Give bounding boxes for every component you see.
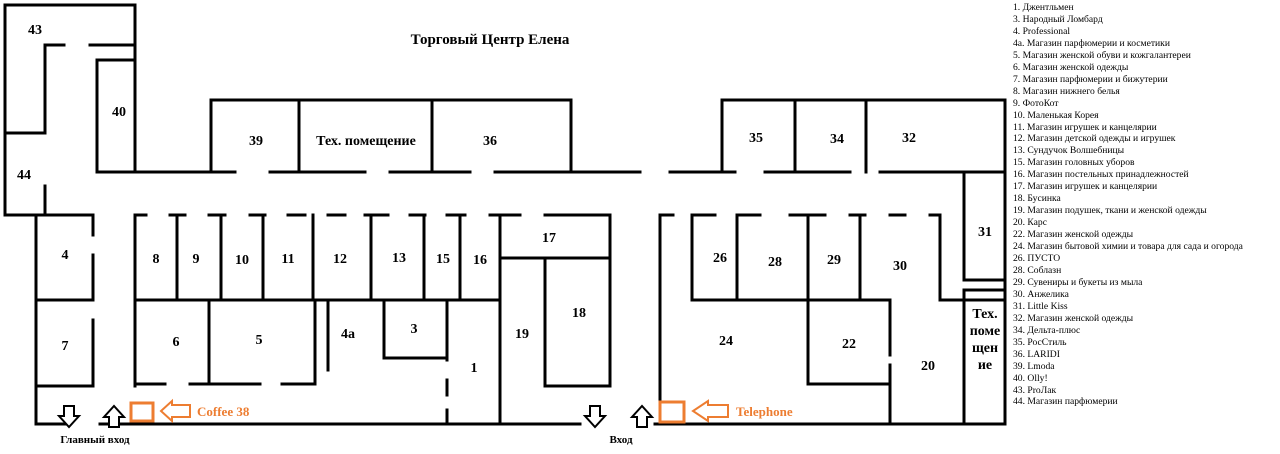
room-18[interactable]: 18: [572, 306, 586, 321]
legend-item: 10. Маленькая Корея: [1013, 109, 1099, 121]
room-39[interactable]: 39: [249, 134, 263, 149]
legend-item: 19. Магазин подушек, ткани и женской оде…: [1013, 205, 1207, 217]
room-16[interactable]: 16: [473, 253, 487, 268]
telephone-kiosk-box: [658, 400, 686, 424]
room-tech-right-1[interactable]: Тех.: [972, 307, 997, 322]
room-26[interactable]: 26: [713, 251, 727, 266]
room-32[interactable]: 32: [902, 131, 916, 146]
legend-item: 5. Магазин женской обуви и кожгалантереи: [1013, 49, 1191, 61]
legend-item: 22. Магазин женской одежды: [1013, 229, 1134, 241]
room-4[interactable]: 4: [62, 248, 69, 263]
legend-item: 16. Магазин постельных принадлежностей: [1013, 169, 1189, 181]
arrow-up-icon: [629, 404, 655, 428]
walls: [3, 3, 1007, 426]
room-24[interactable]: 24: [719, 334, 733, 349]
room-tech-right-4[interactable]: ие: [978, 358, 992, 373]
legend-item: 28. Соблазн: [1013, 264, 1062, 276]
legend-item: 4а. Магазин парфюмерии и косметики: [1013, 37, 1170, 49]
legend-item: 18. Бусинка: [1013, 193, 1061, 205]
telephone-kiosk[interactable]: Telephone: [658, 399, 793, 424]
telephone-kiosk-label: Telephone: [736, 404, 793, 419]
room-8[interactable]: 8: [153, 252, 160, 267]
legend-item: 30. Анжелика: [1013, 288, 1069, 300]
room-43[interactable]: 43: [28, 23, 42, 38]
legend-item: 32. Магазин женской одежды: [1013, 312, 1134, 324]
main-entrance[interactable]: Главный вход: [56, 404, 130, 446]
room-22[interactable]: 22: [842, 337, 856, 352]
room-31[interactable]: 31: [978, 225, 992, 240]
room-4a[interactable]: 4а: [341, 327, 355, 342]
legend-item: 34. Дельта-плюс: [1013, 324, 1081, 336]
room-tech-top[interactable]: Тех. помещение: [316, 134, 416, 149]
room-34[interactable]: 34: [830, 132, 844, 147]
legend-item: 26. ПУСТО: [1013, 253, 1061, 265]
room-40[interactable]: 40: [112, 105, 126, 120]
room-15[interactable]: 15: [436, 252, 450, 267]
room-29[interactable]: 29: [827, 253, 841, 268]
room-10[interactable]: 10: [235, 253, 249, 268]
room-6[interactable]: 6: [173, 335, 180, 350]
legend-item: 11. Магазин игрушек и канцелярии: [1013, 121, 1157, 133]
legend-item: 43. ProЛак: [1013, 384, 1057, 396]
legend-item: 20. Карс: [1013, 217, 1047, 229]
room-tech-right-2[interactable]: поме: [970, 324, 1001, 339]
room-5[interactable]: 5: [256, 333, 263, 348]
legend-item: 3. Народный Ломбард: [1013, 13, 1103, 25]
legend-item: 9. ФотоКот: [1013, 97, 1059, 109]
coffee-kiosk-label: Coffee 38: [197, 404, 250, 419]
main-entrance-label: Главный вход: [60, 434, 130, 446]
room-19[interactable]: 19: [515, 327, 529, 342]
side-entrance[interactable]: Вход: [582, 404, 655, 446]
legend-item: 8. Магазин нижнего белья: [1013, 85, 1120, 97]
legend-item: 44. Магазин парфюмерии: [1013, 396, 1118, 408]
legend-item: 1. Джентльмен: [1013, 2, 1074, 13]
arrow-up-icon: [101, 404, 127, 428]
legend-item: 6. Магазин женской одежды: [1013, 61, 1129, 73]
arrow-left-icon: [691, 399, 729, 423]
room-28[interactable]: 28: [768, 255, 782, 270]
coffee-kiosk[interactable]: Coffee 38: [129, 398, 250, 424]
room-3[interactable]: 3: [411, 322, 418, 337]
legend-item: 40. Olly!: [1013, 372, 1048, 384]
mall-title: Торговый Центр Елена: [411, 32, 570, 48]
room-13[interactable]: 13: [392, 251, 406, 266]
side-entrance-label: Вход: [609, 434, 632, 446]
legend-item: 36. LARIDI: [1013, 348, 1060, 360]
legend-item: 4. Professional: [1013, 25, 1071, 37]
legend-item: 39. Lmoda: [1013, 360, 1055, 372]
room-tech-right-3[interactable]: щен: [972, 341, 998, 356]
legend-item: 13. Сундучок Волшебницы: [1013, 145, 1125, 157]
room-44[interactable]: 44: [17, 168, 31, 183]
room-30[interactable]: 30: [893, 259, 907, 274]
legend-item: 31. Little Kiss: [1013, 300, 1068, 312]
room-17[interactable]: 17: [542, 231, 556, 246]
arrow-left-icon: [159, 398, 191, 424]
room-9[interactable]: 9: [193, 252, 200, 267]
room-35[interactable]: 35: [749, 131, 763, 146]
room-7[interactable]: 7: [62, 339, 69, 354]
room-1[interactable]: 1: [471, 361, 478, 376]
legend-item: 29. Сувениры и букеты из мыла: [1013, 276, 1143, 288]
arrow-down-icon: [582, 405, 608, 429]
legend-item: 12. Магазин детской одежды и игрушек: [1013, 133, 1176, 145]
room-11[interactable]: 11: [281, 252, 294, 267]
room-12[interactable]: 12: [333, 252, 347, 267]
legend-item: 24. Магазин бытовой химии и товара для с…: [1013, 241, 1243, 253]
legend-item: 17. Магазин игрушек и канцелярии: [1013, 181, 1158, 193]
coffee-kiosk-box: [129, 401, 155, 423]
room-36[interactable]: 36: [483, 134, 497, 149]
arrow-down-icon: [56, 405, 82, 429]
room-20[interactable]: 20: [921, 359, 935, 374]
legend-item: 15. Магазин головных уборов: [1013, 157, 1135, 169]
legend-item: 7. Магазин парфюмерии и бижутерии: [1013, 73, 1168, 85]
legend-item: 35. РосСтиль: [1013, 336, 1067, 348]
floor-plan: Торговый Центр Елена 43 40 44 39 Тех. по…: [3, 3, 1007, 446]
